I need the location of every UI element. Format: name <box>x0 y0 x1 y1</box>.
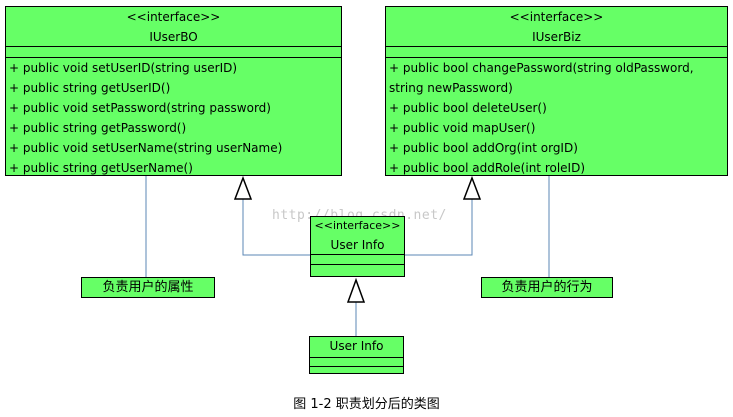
operation: + public void setUserID(string userID) <box>9 61 238 75</box>
operation: + public string getPassword() <box>9 121 187 135</box>
operation: + public bool deleteUser() <box>389 101 547 115</box>
iuserbo-interface-box: <<interface>> IUserBO + public void setU… <box>5 6 342 176</box>
iuserbiz-name: IUserBiz <box>532 30 581 44</box>
user-info-interface-name: User Info <box>330 238 385 252</box>
iuserbo-stereotype: <<interface>> <box>126 10 221 24</box>
operation: + public void setUserName(string userNam… <box>9 141 283 155</box>
hollow-arrowhead-middle <box>346 277 366 303</box>
user-info-class-operations <box>310 367 403 375</box>
operation: + public string getUserName() <box>9 161 193 175</box>
iuserbiz-stereotype: <<interface>> <box>509 10 604 24</box>
operation: + public string getUserID() <box>9 81 171 95</box>
right-note: 负责用户的行为 <box>481 277 613 298</box>
iuserbo-attributes <box>6 47 341 58</box>
iuserbiz-header: <<interface>> IUserBiz <box>386 7 727 47</box>
operation: + public bool addRole(int roleID) <box>389 161 586 175</box>
iuserbo-header: <<interface>> IUserBO <box>6 7 341 47</box>
operation: + public void setPassword(string passwor… <box>9 101 271 115</box>
user-info-interface-box: <<interface>> User Info <box>310 216 405 277</box>
iuserbo-operations: + public void setUserID(string userID) +… <box>6 58 341 178</box>
user-info-class-box: User Info <box>309 336 404 374</box>
iuserbiz-interface-box: <<interface>> IUserBiz + public bool cha… <box>385 6 728 176</box>
left-note: 负责用户的属性 <box>81 277 215 298</box>
user-info-stereotype: <<interface>> <box>314 219 401 232</box>
user-info-interface-operations <box>311 265 404 277</box>
iuserbiz-operations: + public bool changePassword(string oldP… <box>386 58 727 178</box>
operation: + public bool addOrg(int orgID) <box>389 141 578 155</box>
realization-line-left <box>242 199 310 256</box>
realization-line-right <box>404 199 473 256</box>
operation: + public bool changePassword(string oldP… <box>389 61 694 75</box>
user-info-class-header: User Info <box>310 337 403 358</box>
user-info-interface-header: <<interface>> User Info <box>311 217 404 255</box>
user-info-interface-attributes <box>311 255 404 265</box>
user-info-class-name: User Info <box>329 339 384 353</box>
operation: string newPassword) <box>389 81 513 95</box>
hollow-arrowhead-right <box>462 175 482 200</box>
figure-caption: 图 1-2 职责划分后的类图 <box>293 397 440 412</box>
iuserbiz-attributes <box>386 47 727 58</box>
hollow-arrowhead-left <box>233 175 253 200</box>
user-info-class-attributes <box>310 358 403 367</box>
iuserbo-name: IUserBO <box>149 30 198 44</box>
operation: + public void mapUser() <box>389 121 536 135</box>
